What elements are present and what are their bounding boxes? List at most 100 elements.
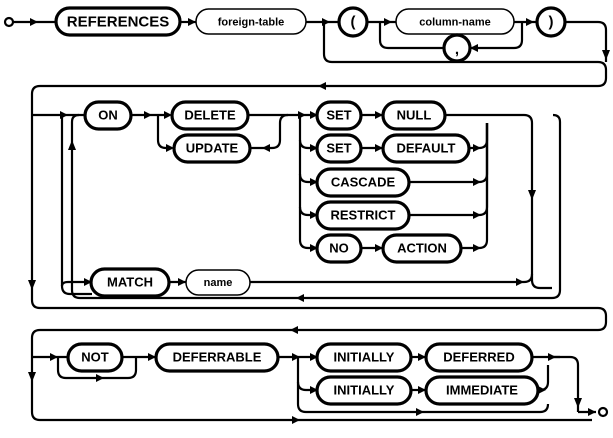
- rail-action-fan-vertical: [298, 115, 316, 250]
- arrowhead-row3-in: [50, 353, 58, 361]
- rail-action-fan-to-setdefault: [298, 139, 316, 150]
- rail-action-fan-to-restrict: [298, 206, 316, 217]
- terminal-default-label: DEFAULT: [397, 140, 456, 155]
- arrowhead-not-skip: [96, 374, 104, 382]
- terminal-delete-label: DELETE: [184, 107, 236, 122]
- rail-match-branch-down: [60, 115, 90, 296]
- arrowhead-deferrable-out: [292, 353, 300, 361]
- arrowhead-group-repeat-left: [296, 294, 304, 302]
- terminal-match-label: MATCH: [107, 274, 153, 289]
- arrowhead-start: [30, 18, 38, 26]
- rail-split-to-update: [156, 115, 172, 150]
- terminal-no-label: NO: [329, 240, 349, 255]
- terminal-immediate-label: IMMEDIATE: [446, 382, 518, 397]
- arrowhead-row2-wrap-left: [290, 326, 298, 334]
- rail-fan-to-initially-immediate: [296, 381, 316, 392]
- arrowhead-delete-in: [164, 111, 172, 119]
- diagram-end-endpoint: [597, 406, 609, 418]
- arrowhead-immediate-out: [538, 386, 546, 394]
- arrowhead-match-out: [178, 278, 186, 286]
- arrowhead-setdefault-in: [310, 144, 318, 152]
- terminal-not-label: NOT: [81, 349, 109, 364]
- arrowhead-setnull-in: [310, 111, 318, 119]
- arrowhead-initially2-out: [418, 386, 426, 394]
- arrowhead-set2-out: [375, 144, 383, 152]
- terminal-update-label: UPDATE: [186, 140, 239, 155]
- terminal-action-label: ACTION: [397, 240, 447, 255]
- rail-action-fan-to-cascade: [298, 173, 316, 184]
- arrowhead-initially2-in: [310, 386, 318, 394]
- arrowhead-group-exit-down: [528, 190, 536, 200]
- arrowhead-initially-skip: [416, 408, 424, 416]
- terminal-references-label: REFERENCES: [67, 13, 170, 30]
- rail-update-merge: [250, 113, 289, 150]
- arrowhead-name-out: [516, 278, 524, 286]
- rail-initially-skip: [296, 357, 550, 414]
- arrowhead-group-repeat-up: [68, 140, 76, 150]
- arrowhead-exit-down: [574, 398, 582, 408]
- terminal-restrict-label: RESTRICT: [331, 207, 396, 222]
- terminal-deferred-label: DEFERRED: [443, 349, 515, 364]
- rail-comma-loop-left: [378, 22, 444, 50]
- arrowhead-cascade-in: [310, 178, 318, 186]
- arrowhead-default-out: [473, 144, 481, 152]
- rail-comma-loop-right: [470, 22, 524, 50]
- arrowhead-comma-in: [470, 44, 478, 52]
- arrowhead-bottom-rail: [292, 416, 300, 424]
- rail-name-to-group-exit: [250, 273, 534, 284]
- arrowhead-update-out: [262, 144, 270, 152]
- rail-row2-entry-down: [30, 84, 41, 104]
- arrowhead-noaction-in: [310, 244, 318, 252]
- terminal-initially-immediate-initially-label: INITIALLY: [334, 382, 395, 397]
- arrowhead-row1-wrap-left: [318, 82, 326, 90]
- arrowhead-not-out: [148, 353, 156, 361]
- arrowhead-row3-bypass-down: [28, 372, 36, 382]
- terminal-on-label: ON: [98, 107, 118, 122]
- terminal-null-label: NULL: [397, 107, 432, 122]
- arrowhead-update-in: [166, 144, 174, 152]
- arrowhead-no-out: [375, 244, 383, 252]
- rail-default-merge: [469, 123, 489, 150]
- rail-group-repeat-loop: [70, 113, 562, 300]
- arrowhead-row1-wrap-down: [602, 50, 610, 60]
- arrowhead-action-out: [473, 244, 481, 252]
- terminal-comma-label: ,: [455, 41, 459, 58]
- rail-row3-bypass: [30, 346, 592, 422]
- arrowhead-restrict-out: [473, 211, 481, 219]
- rail-row2-bypass: [30, 104, 566, 310]
- arrowhead-restrict-in: [310, 211, 318, 219]
- arrowhead-cascade-out: [473, 178, 481, 186]
- rail-match-entry: [60, 280, 92, 287]
- rail-rparen-to-wrap: [565, 20, 608, 62]
- nonterminal-column-name-label: column-name: [419, 16, 491, 28]
- arrowhead-initially1-in: [310, 353, 318, 361]
- diagram-start-endpoint: [3, 16, 15, 28]
- rail-skip-column-list-down: [322, 22, 566, 64]
- rail-row1-wrap-to-row2: [40, 60, 608, 88]
- arrowhead-set1-out: [375, 111, 383, 119]
- arrowhead-lparen-out: [384, 18, 392, 26]
- terminal-deferrable-label: DEFERRABLE: [173, 349, 262, 364]
- nonterminal-name-label: name: [204, 277, 233, 289]
- arrowhead-exit: [588, 408, 596, 416]
- terminal-set-default-set-label: SET: [326, 140, 351, 155]
- arrowhead-on-out: [144, 111, 152, 119]
- terminal-initially-deferred-initially-label: INITIALLY: [334, 349, 395, 364]
- rail-row3-to-exit: [548, 355, 580, 412]
- terminal-set-null-set-label: SET: [326, 107, 351, 122]
- arrowhead-row2-bypass-down: [28, 280, 36, 290]
- rail-group-exit-join: [530, 279, 552, 290]
- terminal-lparen-label: (: [351, 13, 356, 30]
- terminal-rparen-label: ): [549, 13, 554, 30]
- terminal-cascade-label: CASCADE: [331, 174, 396, 189]
- arrowhead-initially1-out: [418, 353, 426, 361]
- nonterminal-foreign-table-label: foreign-table: [218, 16, 285, 28]
- rail-row2-wrap-to-row3: [30, 306, 608, 346]
- arrowhead-column-name-out: [526, 18, 534, 26]
- rail-actions-to-group-exit: [487, 113, 534, 280]
- rail-group-loop-join: [70, 113, 80, 123]
- rail-immediate-merge: [538, 365, 550, 392]
- terminal-comma-box: [442, 33, 472, 63]
